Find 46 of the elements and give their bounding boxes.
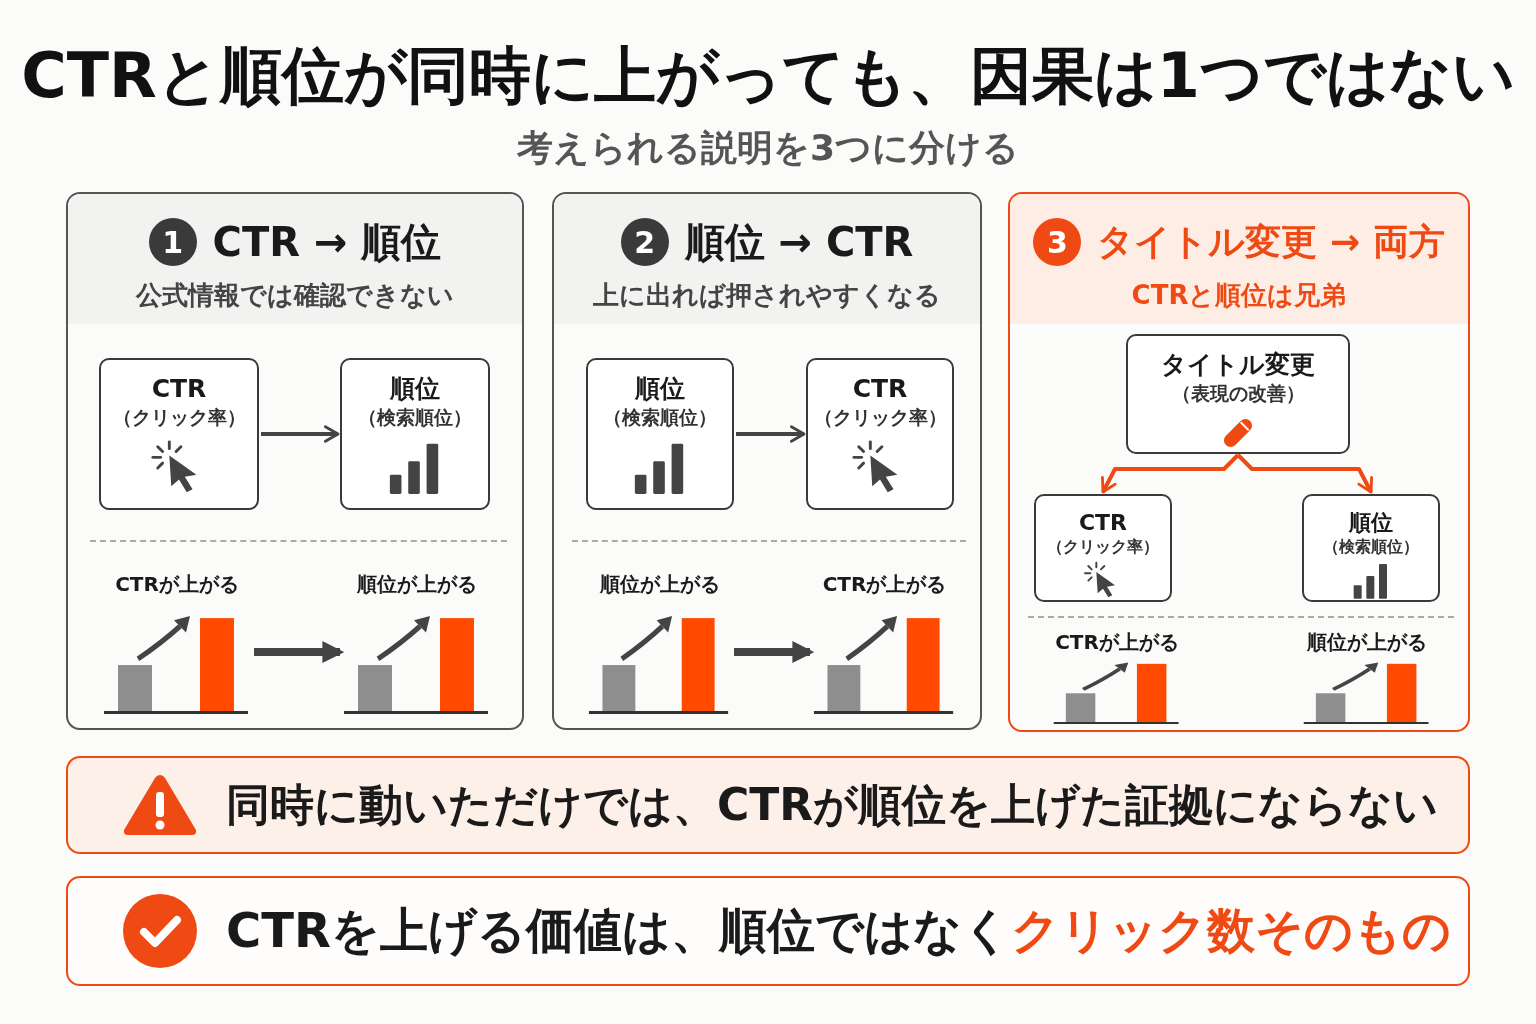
- panel-card: [1008, 192, 1470, 732]
- concept-box: [1302, 494, 1440, 602]
- box-title: 順位: [1349, 510, 1393, 536]
- concept-box: [1034, 494, 1172, 602]
- panel-heading: タイトル変更 → 両方: [1097, 219, 1445, 264]
- concept-box: [340, 358, 490, 510]
- callout-band: [66, 876, 1470, 986]
- box-title: 順位: [390, 374, 440, 404]
- rise-label: CTRが上がる: [115, 571, 239, 598]
- box-subtitle: （クリック率）: [1047, 536, 1159, 558]
- concept-box: [1126, 334, 1350, 454]
- box-title: 順位: [635, 374, 685, 404]
- subtitle: 考えられる説明を3つに分ける: [516, 126, 1020, 170]
- panel-subheading: CTRと順位は兄弟: [1131, 280, 1347, 310]
- rise-label: CTRが上がる: [1055, 629, 1179, 656]
- box-subtitle: （検索順位）: [603, 405, 717, 430]
- box-title: CTR: [852, 374, 908, 404]
- arrow: [1101, 453, 1240, 494]
- rise-label: 順位が上がる: [1307, 629, 1427, 656]
- panel-heading: CTR → 順位: [212, 217, 442, 267]
- title: CTRと順位が同時に上がっても、因果は1つではない: [21, 38, 1515, 114]
- box-subtitle: （クリック率）: [813, 405, 947, 430]
- concept-box: [99, 358, 259, 510]
- box-subtitle: （検索順位）: [358, 405, 472, 430]
- concept-box: [806, 358, 954, 510]
- rise-label: CTRが上がる: [822, 571, 947, 598]
- arrow: [261, 425, 340, 443]
- callout-band: [66, 756, 1470, 854]
- panel-card: [66, 192, 524, 730]
- box-title: CTR: [1078, 510, 1128, 536]
- box-subtitle: （クリック率）: [112, 405, 246, 430]
- box-title: CTR: [151, 374, 207, 404]
- box-subtitle: （検索順位）: [1323, 536, 1419, 558]
- panel-card: [552, 192, 982, 730]
- callout-text: CTRを上げる価値は、順位ではなくクリック数そのもの: [226, 901, 1451, 960]
- panel-subheading: 公式情報では確認できない: [136, 280, 454, 310]
- panel-heading: 順位 → CTR: [684, 217, 914, 267]
- arrow: [736, 425, 806, 443]
- rise-label: 順位が上がる: [599, 571, 720, 598]
- box-subtitle: （表現の改善）: [1171, 381, 1305, 406]
- arrow: [1236, 453, 1373, 494]
- callout-text: 同時に動いただけでは、CTRが順位を上げた証拠にならない: [226, 777, 1439, 832]
- rise-label: 順位が上がる: [357, 571, 477, 598]
- panel-subheading: 上に出れば押されやすくなる: [593, 280, 941, 310]
- concept-box: [586, 358, 734, 510]
- box-title: タイトル変更: [1161, 350, 1315, 380]
